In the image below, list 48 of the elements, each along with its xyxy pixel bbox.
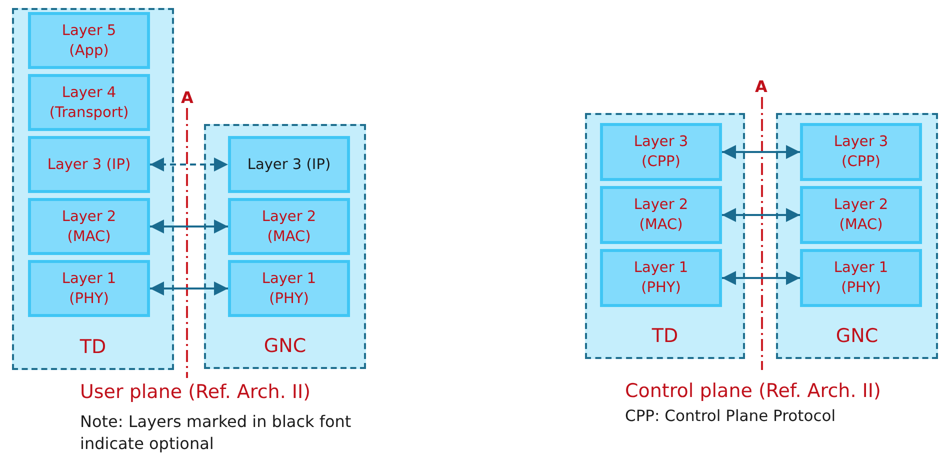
entity-container: [585, 113, 745, 359]
layer-box: [28, 74, 150, 131]
layer-label: Layer 3 (CPP): [832, 133, 890, 172]
layer-box: [28, 12, 150, 69]
entity-label: TD: [652, 325, 678, 347]
layer-label: Layer 1 (PHY): [632, 259, 690, 298]
layer-box: [228, 136, 350, 193]
bidirectional-arrow: [722, 208, 800, 222]
bidirectional-arrow: [150, 158, 228, 172]
layer-label: Layer 5 (App): [60, 22, 118, 60]
layer-label: Layer 3 (IP): [247, 156, 331, 174]
layer-box: [228, 198, 350, 255]
layer-box: [28, 198, 150, 255]
layer-box: [600, 186, 722, 244]
entity-container: [12, 8, 174, 370]
bidirectional-arrow: [722, 271, 800, 285]
layer-box: [800, 249, 922, 307]
note-text: CPP: Control Plane Protocol: [625, 407, 836, 425]
bidirectional-arrow: [722, 145, 800, 159]
layer-box: [228, 260, 350, 317]
layer-box: [28, 136, 150, 193]
entity-label: GNC: [264, 335, 306, 357]
layer-label: Layer 2 (MAC): [60, 208, 118, 246]
bidirectional-arrow: [150, 220, 228, 234]
layer-label: Layer 1 (PHY): [832, 259, 890, 298]
entity-label: GNC: [836, 325, 878, 347]
layer-label: Layer 2 (MAC): [632, 196, 690, 235]
plane-title: Control plane (Ref. Arch. II): [625, 380, 881, 402]
reference-point-label: A: [181, 88, 194, 107]
layer-label: Layer 3 (CPP): [632, 133, 690, 172]
entity-container: [204, 124, 366, 369]
plane-title: User plane (Ref. Arch. II): [80, 381, 311, 403]
layer-label: Layer 4 (Transport): [48, 84, 130, 122]
entity-label: TD: [80, 336, 106, 358]
reference-point-label: A: [755, 77, 768, 96]
layer-box: [600, 123, 722, 181]
entity-container: [776, 113, 938, 359]
layer-box: [800, 186, 922, 244]
layer-label: Layer 1 (PHY): [60, 270, 118, 308]
bidirectional-arrow: [150, 282, 228, 296]
note-text: Note: Layers marked in black font indicate optional: [80, 411, 352, 455]
layer-box: [800, 123, 922, 181]
layer-box: [28, 260, 150, 317]
layer-label: Layer 3 (IP): [47, 156, 131, 174]
layer-box: [600, 249, 722, 307]
layer-label: Layer 2 (MAC): [832, 196, 890, 235]
layer-label: Layer 2 (MAC): [260, 208, 318, 246]
layer-label: Layer 1 (PHY): [260, 270, 318, 308]
